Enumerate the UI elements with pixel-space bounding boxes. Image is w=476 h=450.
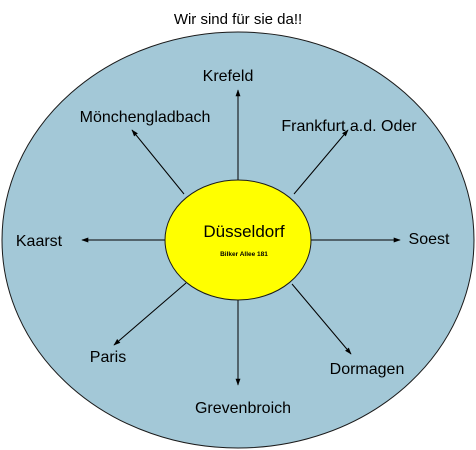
center-city-name: Düsseldorf [203, 222, 285, 241]
city-moenchengladbach: Mönchengladbach [80, 109, 211, 126]
city-dormagen: Dormagen [330, 361, 405, 378]
page-title: Wir sind für sie da!! [174, 11, 302, 28]
city-kaarst: Kaarst [16, 233, 63, 250]
arrow-frankfurt [293, 129, 349, 195]
city-krefeld: Krefeld [203, 68, 254, 85]
city-grevenbroich: Grevenbroich [195, 400, 291, 417]
center-location [164, 179, 312, 301]
city-frankfurt: Frankfurt a.d. Oder [281, 118, 417, 135]
arrow-dormagen [291, 283, 352, 355]
arrow-moenchengladbach [131, 129, 185, 195]
city-soest: Soest [409, 231, 450, 248]
arrow-paris [113, 282, 187, 346]
city-paris: Paris [90, 349, 126, 366]
center-address: Bilker Allee 181 [220, 251, 268, 258]
